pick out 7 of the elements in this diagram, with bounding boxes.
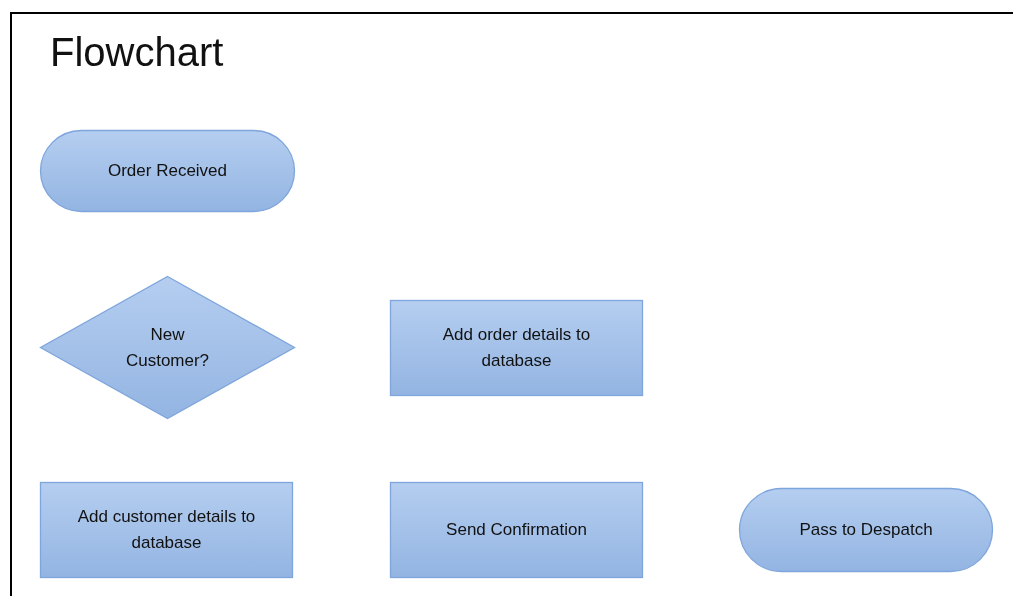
node-label: Add order details to database <box>441 324 592 372</box>
node-label: Order Received <box>107 160 228 182</box>
node-label: Send Confirmation <box>446 519 587 541</box>
node-label: Pass to Despatch <box>799 519 933 541</box>
node-label: New Customer? <box>124 323 211 372</box>
title: Flowchart <box>50 30 224 75</box>
node-label: Add customer details to database <box>76 506 257 554</box>
